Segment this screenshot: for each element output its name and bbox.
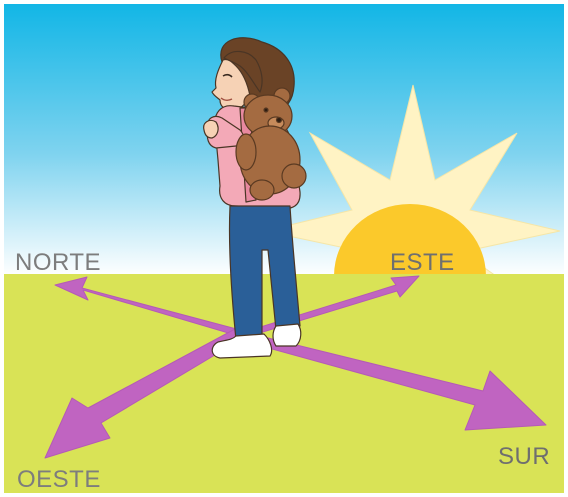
sun-icon bbox=[334, 204, 486, 276]
arrow-south bbox=[235, 330, 547, 431]
label-oeste: OESTE bbox=[17, 466, 101, 493]
label-sur: SUR bbox=[498, 443, 551, 470]
mouth bbox=[220, 97, 233, 101]
hair-front bbox=[223, 50, 263, 93]
label-norte: NORTE bbox=[15, 249, 102, 276]
bear-nose bbox=[275, 116, 283, 124]
bear-leg-right bbox=[281, 163, 307, 189]
bear-eye bbox=[263, 107, 269, 113]
compass-arrows bbox=[44, 275, 547, 459]
teddy-bear-icon bbox=[235, 87, 307, 201]
eye bbox=[222, 73, 233, 78]
hand bbox=[203, 119, 219, 139]
bear-arm bbox=[235, 133, 257, 171]
sneaker-left bbox=[211, 333, 273, 359]
sneaker-right bbox=[272, 323, 302, 347]
bear-leg-left bbox=[249, 179, 275, 201]
arrow-north bbox=[54, 276, 245, 338]
label-este: ESTE bbox=[390, 249, 455, 276]
arrow-west bbox=[44, 328, 246, 459]
jeans bbox=[228, 205, 301, 341]
